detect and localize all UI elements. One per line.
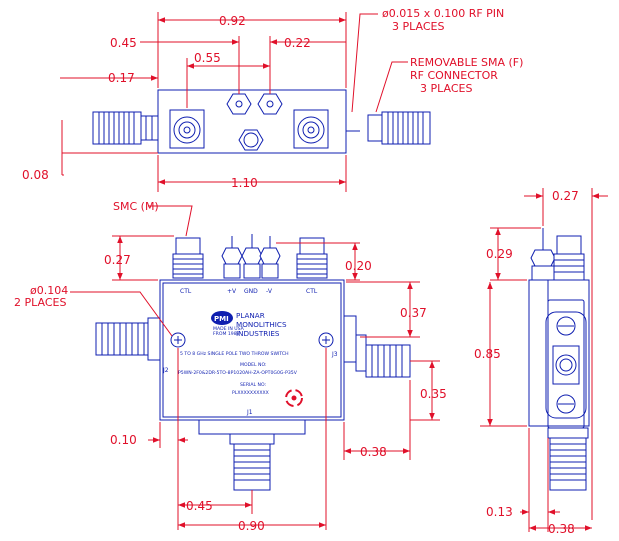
dim-side-depth: 0.38: [548, 522, 575, 536]
note-rf-pin-line1: ø0.015 x 0.100 RF PIN: [382, 7, 504, 20]
logo-tagline1: MADE IN USA: [213, 326, 245, 332]
dim-pin-height-front: 0.20: [345, 259, 372, 273]
top-view-body: [157, 89, 347, 154]
dim-width-front: 0.90: [238, 519, 265, 533]
dim-side-bottom-offset: 0.13: [486, 505, 513, 519]
note-smc: SMC (M): [113, 200, 159, 213]
dim-hole-left: 0.10: [110, 433, 137, 447]
note-sma-line2: RF CONNECTOR: [410, 69, 498, 82]
sma-connector-j1: [198, 419, 306, 491]
serial-label: SERIAL NO:: [240, 382, 266, 388]
mounting-hole-left: [170, 332, 186, 348]
note-hole-line1: ø0.104: [30, 284, 68, 297]
note-hole-line2: 2 PLACES: [14, 296, 66, 309]
mounting-hole-right: [318, 332, 334, 348]
logo-tagline2: FROM 1988: [213, 331, 240, 337]
dim-overall-top: 0.92: [219, 14, 246, 28]
side-bottom-sma: [547, 427, 589, 491]
logo-text: PMI: [214, 315, 229, 323]
dim-j1-offset: 0.45: [186, 499, 213, 513]
smc-connector-left: [172, 237, 204, 279]
pin-label-ctl-right: CTL: [306, 288, 318, 295]
dim-j3-height: 0.35: [420, 387, 447, 401]
company-line1: PLANAR: [236, 311, 265, 320]
dim-overall-bottom: 1.10: [231, 176, 258, 190]
top-connector-flange-right: [293, 109, 329, 149]
side-view: 0.27 0.29 0.85 0.13 0.38: [474, 188, 608, 536]
dim-right-offset: 0.22: [284, 36, 311, 50]
side-smc-connector: [553, 235, 585, 281]
top-connector-flange-left: [169, 109, 205, 149]
pin-label-plus-v: +V: [227, 288, 237, 295]
model-number: P5WN-2F0&2DR-5TO-8P1020AH-ZA-OPT0G0G-P35…: [178, 370, 298, 376]
sma-connector-j3: [343, 315, 411, 378]
dim-bottom-margin: 0.08: [22, 168, 49, 182]
dim-left-offset: 0.45: [110, 36, 137, 50]
dim-j3-right: 0.38: [360, 445, 387, 459]
front-view: PMI MADE IN USA FROM 1988 CTL +V GND -V …: [14, 200, 447, 533]
top-right-sma-connector: [367, 111, 431, 145]
dim-j3-offset: 0.37: [400, 306, 427, 320]
sma-connector-j2: [95, 317, 161, 361]
hex-nut-3: [238, 129, 264, 151]
company-line3: INDUSTRIES: [236, 329, 280, 338]
pin-label-ctl-left: CTL: [180, 288, 192, 295]
port-j1: J1: [246, 409, 253, 416]
company-line2: MONOLITHICS: [236, 320, 287, 329]
pin-label-gnd: GND: [244, 288, 258, 295]
side-flange: [545, 311, 587, 419]
top-view: 0.92 0.45 0.22 0.55 0.17 0.08 1.10 ø0.01…: [22, 7, 523, 192]
port-j3: J3: [331, 351, 338, 358]
dc-pins: [221, 234, 281, 279]
recycle-arrow-icon: [285, 389, 303, 407]
product-description: 5 TO 8 GHz SINGLE POLE TWO THROW SWITCH: [180, 351, 289, 357]
port-j2: J2: [162, 367, 169, 374]
hex-nut-1: [226, 93, 252, 115]
front-view-body: [159, 279, 345, 421]
pin-label-minus-v: -V: [266, 288, 273, 295]
dim-smc-height: 0.27: [104, 253, 131, 267]
top-left-sma-connector: [92, 111, 159, 145]
side-view-body: [528, 279, 590, 427]
note-sma-line1: REMOVABLE SMA (F): [410, 56, 523, 69]
model-label: MODEL NO:: [240, 362, 267, 368]
note-sma-line3: 3 PLACES: [420, 82, 472, 95]
dim-side-height: 0.85: [474, 347, 501, 361]
smc-connector-right: [296, 237, 328, 279]
serial-number: PLXXXXXXXXXX: [232, 390, 269, 396]
dim-side-top-width: 0.27: [552, 189, 579, 203]
hex-nut-2: [257, 93, 283, 115]
company-logo: PMI MADE IN USA FROM 1988: [211, 311, 245, 337]
dim-hole-spacing: 0.55: [194, 51, 221, 65]
dim-conn-height: 0.17: [108, 71, 135, 85]
note-rf-pin-line2: 3 PLACES: [392, 20, 444, 33]
dim-side-pin-height: 0.29: [486, 247, 513, 261]
